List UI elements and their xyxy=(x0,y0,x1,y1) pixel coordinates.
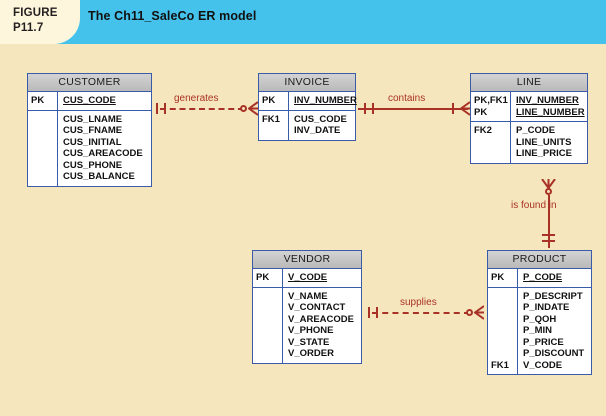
entity-customer-body-key-labels xyxy=(28,110,58,186)
entity-line-body-attributes: P_CODE LINE_UNITS LINE_PRICE xyxy=(516,125,572,159)
entity-line-body-section: FK2 P_CODE LINE_UNITS LINE_PRICE xyxy=(471,121,587,163)
entity-line-key-section: PK,FK1 PK INV_NUMBER LINE_NUMBER xyxy=(471,92,587,121)
relationship-is-found-in-target-one-bar xyxy=(542,240,555,242)
entity-line[interactable]: LINE PK,FK1 PK INV_NUMBER LINE_NUMBER FK… xyxy=(470,73,588,164)
entity-product-key-attributes: P_CODE xyxy=(523,272,563,283)
entity-customer-key-section: PK CUS_CODE xyxy=(28,92,151,110)
entity-customer-body-section: CUS_LNAME CUS_FNAME CUS_INITIAL CUS_AREA… xyxy=(28,109,151,186)
entity-customer-body-attributes: CUS_LNAME CUS_FNAME CUS_INITIAL CUS_AREA… xyxy=(63,113,143,183)
relationship-supplies[interactable]: supplies xyxy=(362,297,487,324)
relationship-generates-target-crowsfoot-icon xyxy=(248,101,258,116)
relationship-is-found-in-source-optional-circle xyxy=(544,188,552,195)
entity-invoice-key-labels: PK xyxy=(259,92,289,110)
relationship-supplies-source-one-bar xyxy=(376,307,378,318)
entity-product-key-section: PK P_CODE xyxy=(488,269,591,287)
entity-invoice[interactable]: INVOICE PK INV_NUMBER FK1 CUS_CODE INV_D… xyxy=(258,73,357,141)
entity-invoice-title: INVOICE xyxy=(259,74,355,92)
relationship-contains-target-crowsfoot-icon xyxy=(460,101,470,116)
entity-product-title: PRODUCT xyxy=(488,251,591,269)
relationship-is-found-in[interactable]: is found in xyxy=(500,178,580,252)
entity-product-key-labels: PK xyxy=(488,269,518,287)
relationship-supplies-target-crowsfoot-icon xyxy=(474,305,484,320)
figure-number: FIGURE P11.7 xyxy=(13,6,83,36)
relationship-is-found-in-label: is found in xyxy=(511,200,557,211)
entity-product-body-section: FK1 P_DESCRIPT P_INDATE P_QOH P_MIN P_PR… xyxy=(488,286,591,374)
entity-vendor-body-section: V_NAME V_CONTACT V_AREACODE V_PHONE V_ST… xyxy=(253,286,361,363)
relationship-generates-source-mandatory-bar xyxy=(156,103,158,114)
entity-customer-title: CUSTOMER xyxy=(28,74,151,92)
relationship-supplies-target-optional-circle xyxy=(466,309,473,316)
entity-vendor-key-labels: PK xyxy=(253,269,283,287)
entity-invoice-key-section: PK INV_NUMBER xyxy=(259,92,357,110)
entity-vendor-key-section: PK V_CODE xyxy=(253,269,361,287)
relationship-generates-source-one-bar xyxy=(164,103,166,114)
entity-line-title: LINE xyxy=(471,74,587,92)
entity-vendor-key-attributes: V_CODE xyxy=(288,272,328,283)
figure-word: FIGURE xyxy=(13,7,58,19)
relationship-generates[interactable]: generates xyxy=(152,93,258,120)
relationship-supplies-source-mandatory-bar xyxy=(368,307,370,318)
relationship-contains[interactable]: contains xyxy=(356,93,470,120)
entity-customer-key-labels: PK xyxy=(28,92,58,110)
entity-product-body-key-labels: FK1 xyxy=(488,287,518,374)
relationship-contains-target-one-bar xyxy=(452,103,454,114)
relationship-contains-label: contains xyxy=(388,93,426,104)
entity-vendor[interactable]: VENDOR PK V_CODE V_NAME V_CONTACT V_AREA… xyxy=(252,250,362,364)
relationship-is-found-in-line xyxy=(548,195,550,248)
figure-label-tab xyxy=(0,0,80,44)
figure-title: The Ch11_SaleCo ER model xyxy=(88,9,257,23)
relationship-contains-source-one-bar xyxy=(372,103,374,114)
relationship-contains-line xyxy=(358,108,468,110)
relationship-generates-label: generates xyxy=(174,93,219,104)
entity-product[interactable]: PRODUCT PK P_CODE FK1 P_DESCRIPT P_INDAT… xyxy=(487,250,592,375)
entity-vendor-body-key-labels xyxy=(253,287,283,363)
figure-header-band: FIGURE P11.7 The Ch11_SaleCo ER model xyxy=(0,0,606,44)
entity-vendor-body-attributes: V_NAME V_CONTACT V_AREACODE V_PHONE V_ST… xyxy=(288,290,354,360)
entity-customer[interactable]: CUSTOMER PK CUS_CODE CUS_LNAME CUS_FNAME… xyxy=(27,73,152,187)
diagram-canvas: CUSTOMER PK CUS_CODE CUS_LNAME CUS_FNAME… xyxy=(0,44,606,416)
relationship-is-found-in-target-mandatory-bar xyxy=(542,234,555,236)
entity-line-key-labels: PK,FK1 PK xyxy=(471,92,511,121)
relationship-contains-source-mandatory-bar xyxy=(364,103,366,114)
entity-invoice-body-section: FK1 CUS_CODE INV_DATE xyxy=(259,109,355,140)
figure-id: P11.7 xyxy=(13,22,44,34)
relationship-generates-line xyxy=(160,108,244,110)
entity-line-key-attributes: INV_NUMBER LINE_NUMBER xyxy=(516,95,585,118)
relationship-generates-target-optional-circle xyxy=(240,105,247,112)
entity-invoice-key-attributes: INV_NUMBER xyxy=(294,95,357,106)
entity-invoice-body-attributes: CUS_CODE INV_DATE xyxy=(294,113,347,137)
entity-product-body-attributes: P_DESCRIPT P_INDATE P_QOH P_MIN P_PRICE … xyxy=(523,290,585,371)
entity-customer-key-attributes: CUS_CODE xyxy=(63,95,116,106)
entity-line-body-key-labels: FK2 xyxy=(471,122,511,163)
relationship-supplies-line xyxy=(372,312,470,314)
relationship-supplies-label: supplies xyxy=(400,297,437,308)
entity-invoice-body-key-labels: FK1 xyxy=(259,110,289,140)
entity-vendor-title: VENDOR xyxy=(253,251,361,269)
